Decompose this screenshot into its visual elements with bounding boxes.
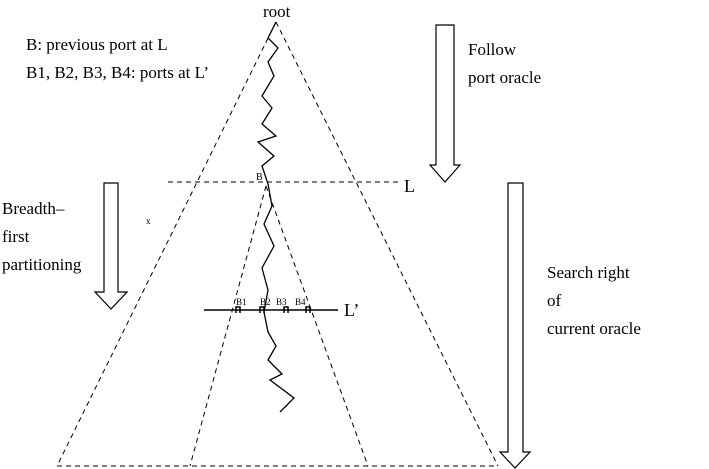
port-b4-label: B4 xyxy=(295,297,306,307)
root-label: root xyxy=(263,2,291,21)
legend-line-1: B: previous port at L xyxy=(26,35,168,54)
outer-tree-triangle xyxy=(56,21,499,467)
follow-label-line-2: port oracle xyxy=(468,68,541,87)
inner-left-edge xyxy=(189,185,267,467)
search-label-line-1: Search right xyxy=(547,263,630,282)
port-b3-label: B3 xyxy=(276,297,287,307)
port-tick-b3 xyxy=(283,306,289,313)
search-right-arrow xyxy=(498,182,532,469)
breadth-first-arrow xyxy=(93,182,129,310)
port-b-label: B xyxy=(256,172,263,183)
follow-arrow xyxy=(428,24,462,183)
port-b1-label: B1 xyxy=(236,297,247,307)
outer-left-edge xyxy=(56,21,277,467)
level-l-prime-label: L’ xyxy=(344,300,359,320)
inner-subtree-triangle xyxy=(189,185,369,467)
legend-line-2: B1, B2, B3, B4: ports at L’ xyxy=(26,63,209,82)
inner-right-edge xyxy=(265,185,369,467)
lower-search-path xyxy=(261,183,295,413)
breadth-label-line-2: first xyxy=(2,227,30,246)
port-tick-b1 xyxy=(235,306,241,313)
port-b2-label: B2 xyxy=(260,297,271,307)
upper-search-path xyxy=(256,21,279,185)
search-label-line-3: current oracle xyxy=(547,319,641,338)
breadth-label-line-3: partitioning xyxy=(2,255,82,274)
port-tick-b4 xyxy=(305,306,311,313)
level-l-label: L xyxy=(404,176,415,196)
outer-right-edge xyxy=(275,21,499,467)
x-mark: x xyxy=(146,216,151,226)
breadth-label-line-1: Breadth– xyxy=(2,199,65,218)
follow-label-line-1: Follow xyxy=(468,40,517,59)
search-label-line-2: of xyxy=(547,291,562,310)
